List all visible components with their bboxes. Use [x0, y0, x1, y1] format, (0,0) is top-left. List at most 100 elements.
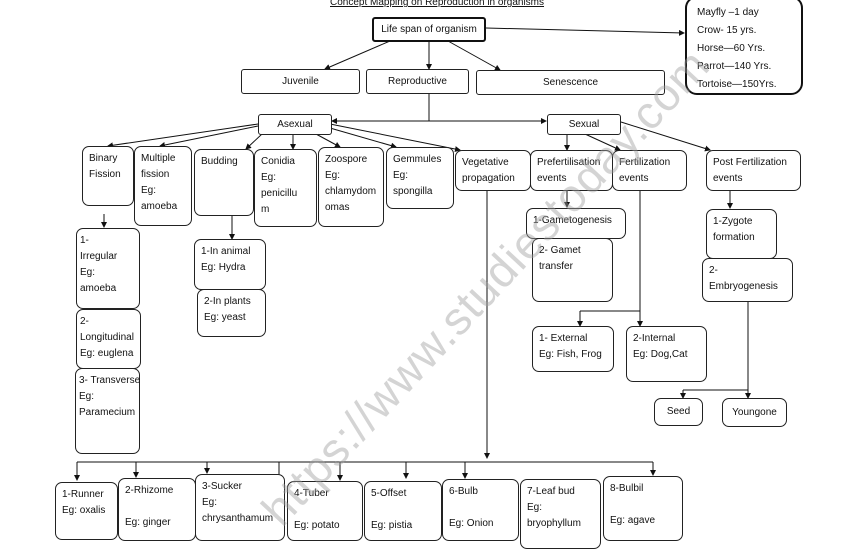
post-fertilization-step: 1-Zygote formation [706, 209, 777, 259]
node-text: Prefertilisation [537, 157, 601, 168]
node-text: chlamydom [325, 186, 377, 197]
sexual-node: Sexual [547, 114, 621, 135]
node-text: Eg: [325, 170, 341, 181]
node-text: Eg: ginger [125, 517, 171, 528]
node-text: Fission [89, 169, 121, 180]
node-text [449, 500, 512, 516]
node-text: fission [141, 169, 170, 180]
post-fertilization-step: 2-Embryogenesis [702, 258, 793, 302]
example: Horse—60 Yrs. [697, 43, 766, 54]
asexual-node: Asexual [258, 114, 332, 135]
node-text: Eg: [80, 267, 96, 278]
node-text: 3- Transverse [79, 375, 141, 386]
prefertilisation-step: 2- Gamet transfer [532, 238, 613, 302]
node-text: Eg: [141, 185, 157, 196]
sexual-event-node: Prefertilisation events [530, 150, 613, 191]
node-text: 1- [80, 235, 89, 246]
node-text: propagation [462, 173, 515, 184]
node-text: 2-Internal [633, 333, 676, 344]
phase-juvenile: Juvenile [241, 69, 360, 94]
page-title: Concept Mapping on Reproduction in organ… [330, 0, 545, 8]
node-text: Eg: pistia [371, 520, 413, 531]
example: Mayfly –1 day [697, 7, 759, 18]
example: Tortoise—150Yrs. [697, 79, 777, 90]
phase-reproductive: Reproductive [366, 69, 469, 94]
node-text: Post Fertilization [713, 157, 787, 168]
node-text: Conidia [261, 156, 295, 167]
node-text: events [537, 173, 567, 184]
life-span-node: Life span of organism [372, 17, 486, 42]
vegetative-method: 6-Bulb Eg: Onion [442, 479, 519, 541]
node-text [294, 502, 356, 518]
node-text: m [261, 204, 270, 215]
node-text: amoeba [80, 283, 117, 294]
node-text: Vegetative [462, 157, 509, 168]
node-text [371, 502, 435, 518]
vegetative-propagation-node: Vegetative propagation [455, 150, 531, 191]
node-text: Eg: oxalis [62, 505, 106, 516]
node-text: Zoospore [325, 154, 368, 165]
node-text: Irregular [80, 251, 118, 262]
outcome-youngone: Youngone [722, 398, 787, 427]
node-text: Eg: agave [610, 515, 656, 526]
node-text: chrysanthamum [202, 513, 274, 524]
node-text: Multiple [141, 153, 176, 164]
node-text: Eg: Fish, Frog [539, 349, 602, 360]
node-text: 1-Runner [62, 489, 104, 500]
node-text: omas [325, 202, 350, 213]
node-text: 2-In plants [204, 296, 251, 307]
node-text: Budding [201, 156, 238, 167]
node-text: events [619, 173, 649, 184]
node-text: Eg: [527, 502, 543, 513]
node-text: 1-In animal [201, 246, 251, 257]
vegetative-method: 8-Bulbil Eg: agave [603, 476, 683, 541]
example: Parrot—140 Yrs. [697, 61, 772, 72]
node-text: 1- External [539, 333, 588, 344]
node-text: Eg: potato [294, 520, 340, 531]
node-text: Gemmules [393, 154, 442, 165]
node-text: Fertilization [619, 157, 671, 168]
outcome-seed: Seed [654, 398, 703, 426]
node-text: Eg: Onion [449, 518, 494, 529]
node-text: Binary [89, 153, 118, 164]
node-text: transfer [539, 261, 573, 272]
node-text: Longitudinal [80, 332, 134, 343]
node-text: Eg: yeast [204, 312, 246, 323]
node-text: 1-Gametogenesis [533, 215, 612, 226]
node-text: 7-Leaf bud [527, 486, 575, 497]
node-text: 1-Zygote [713, 216, 753, 227]
node-text: 2-Rhizome [125, 485, 174, 496]
node-text: 2- [80, 316, 89, 327]
node-text: formation [713, 232, 755, 243]
node-text: bryophyllum [527, 518, 581, 529]
node-text: Eg: spongilla [393, 170, 433, 197]
node-text: 6-Bulb [449, 486, 478, 497]
node-text: Embryogenesis [709, 281, 778, 292]
vegetative-method: 4-Tuber Eg: potato [287, 481, 363, 541]
life-span-examples: Mayfly –1 day Crow- 15 yrs. Horse—60 Yrs… [685, 0, 803, 95]
prefertilisation-step: 1-Gametogenesis [526, 208, 626, 239]
sexual-event-node: Fertilization events [612, 150, 687, 191]
budding-node: Budding [194, 149, 254, 216]
node-text: Eg: [79, 391, 95, 402]
node-text: penicillu [261, 188, 298, 199]
node-text: 2- Gamet [539, 245, 581, 256]
